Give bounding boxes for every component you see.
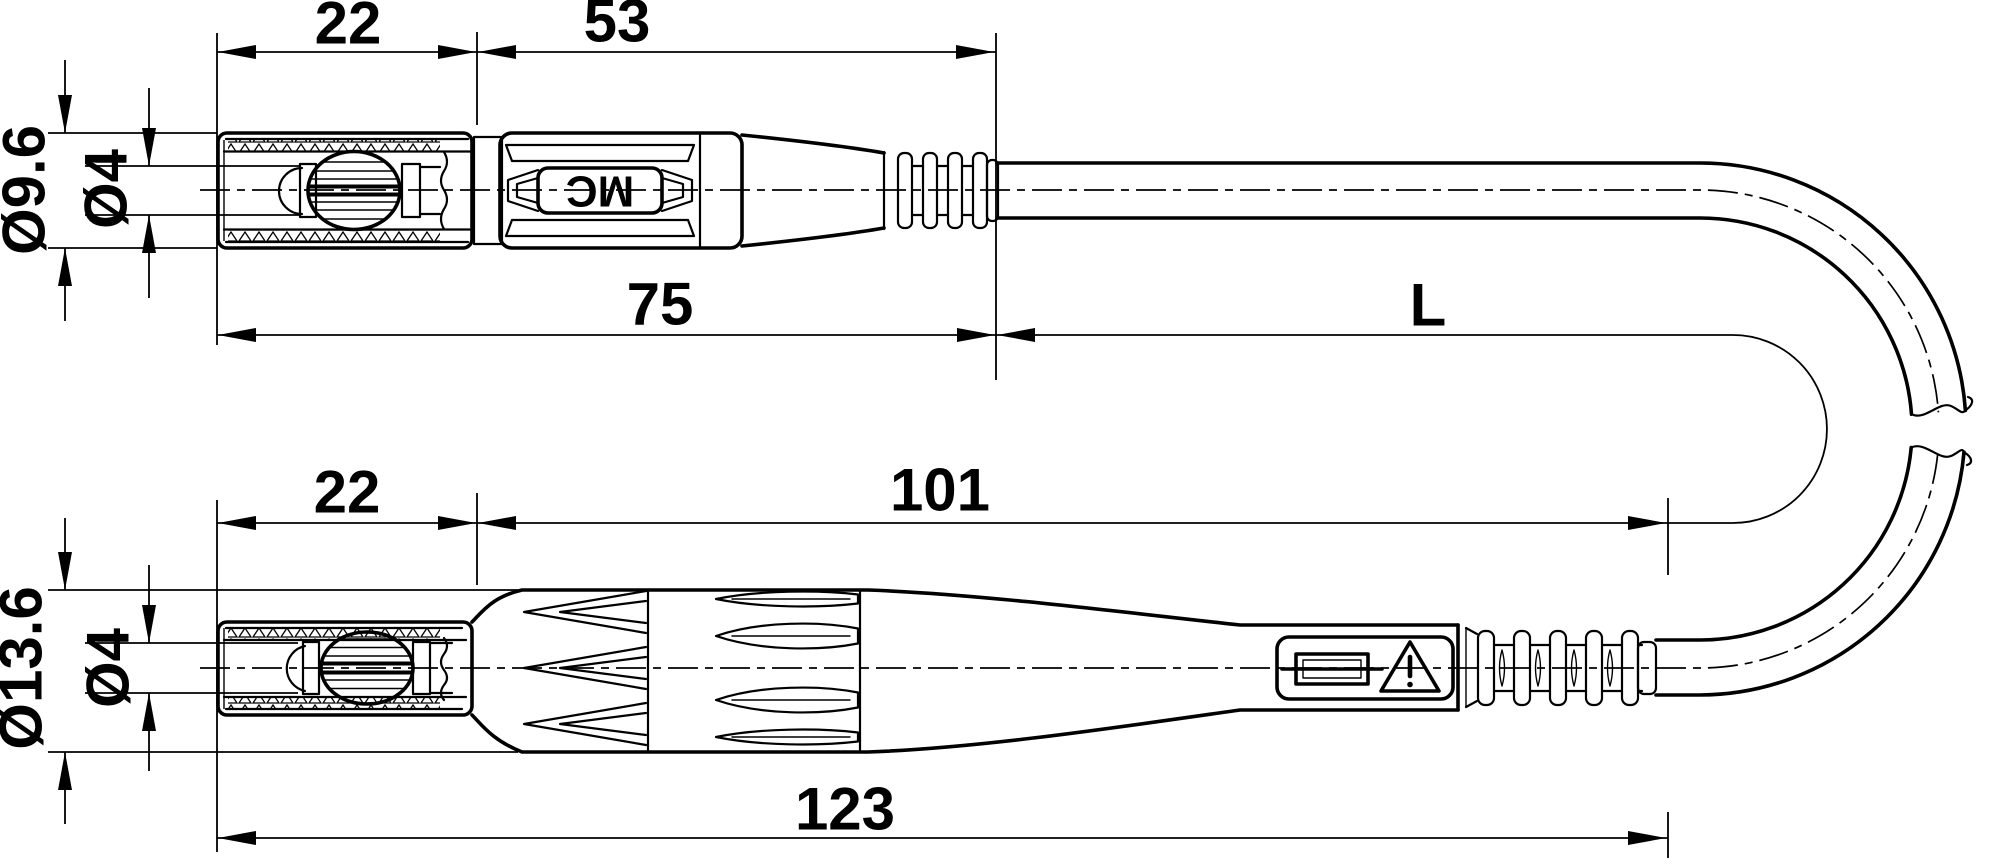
bottom-plug <box>216 588 1658 754</box>
bottom-plug-pin-tip <box>285 640 321 696</box>
bottom-view-dimensions: 22 101 123 Ø13.6 Ø4 <box>0 457 1733 858</box>
top-plug-body: MC <box>472 131 744 250</box>
cable-outer-edge <box>995 161 1968 413</box>
cable-break-icon <box>1910 395 1974 467</box>
brand-label: MC <box>536 166 664 216</box>
dimension-lines <box>217 51 1828 524</box>
fuse-icon <box>1280 652 1384 686</box>
dim-label-plug-length: 75 <box>627 271 694 338</box>
top-plug-pin-tip <box>277 162 318 219</box>
top-plug-strain-relief <box>740 133 1000 248</box>
warning-triangle-icon <box>1379 640 1441 693</box>
dim-label-sleeve-diameter: Ø9.6 <box>0 125 58 255</box>
dim-label-body-length-bottom: 101 <box>890 457 990 524</box>
dim-label-cable-length: L <box>1410 272 1447 339</box>
bottom-plug-body <box>470 588 1479 754</box>
dim-label-body-diameter: Ø13.6 <box>0 586 55 749</box>
dim-label-body-length-top: 53 <box>584 0 651 55</box>
finger-grooves <box>714 590 862 752</box>
dim-label-pin-diameter-top: Ø4 <box>73 148 140 229</box>
centerlines <box>200 189 1940 669</box>
grip-notches <box>522 589 650 753</box>
cable-inner-edge <box>995 216 1914 416</box>
knurl-band <box>228 230 440 242</box>
shaft-break-line <box>439 150 449 231</box>
centerline-top <box>200 189 1940 413</box>
contact-lamella <box>319 630 454 706</box>
bottom-plug-strain-relief <box>1476 629 1658 707</box>
dimension-arrows <box>58 516 1666 845</box>
body-ribs <box>504 143 696 238</box>
centerline-bottom <box>200 449 1939 669</box>
top-view-dimensions: 22 53 75 L Ø9.6 Ø4 <box>0 0 1828 524</box>
knurl-band <box>228 698 440 709</box>
dim-label-pin-length-top: 22 <box>315 0 382 57</box>
cable <box>995 161 1974 697</box>
knurl-band <box>228 139 440 151</box>
top-plug: MC <box>216 131 1000 250</box>
cable-length-dimension-arc <box>1732 334 1828 524</box>
dim-label-pin-length-bottom: 22 <box>314 459 381 526</box>
dim-label-pin-diameter-bottom: Ø4 <box>75 627 142 708</box>
knurl-band <box>228 628 440 640</box>
dimension-arrows <box>58 45 1035 342</box>
cable-outer-edge <box>1654 450 1966 697</box>
brand-label-text: MC <box>566 167 634 216</box>
shaft-break-line <box>439 636 449 702</box>
cable-inner-edge <box>1654 445 1913 642</box>
dim-label-total-length: 123 <box>795 776 895 843</box>
dimension-lines <box>217 522 1733 839</box>
fuse-marking-badge <box>1275 635 1455 701</box>
bottom-plug-sleeve <box>216 620 474 717</box>
contact-lamella <box>306 149 449 232</box>
